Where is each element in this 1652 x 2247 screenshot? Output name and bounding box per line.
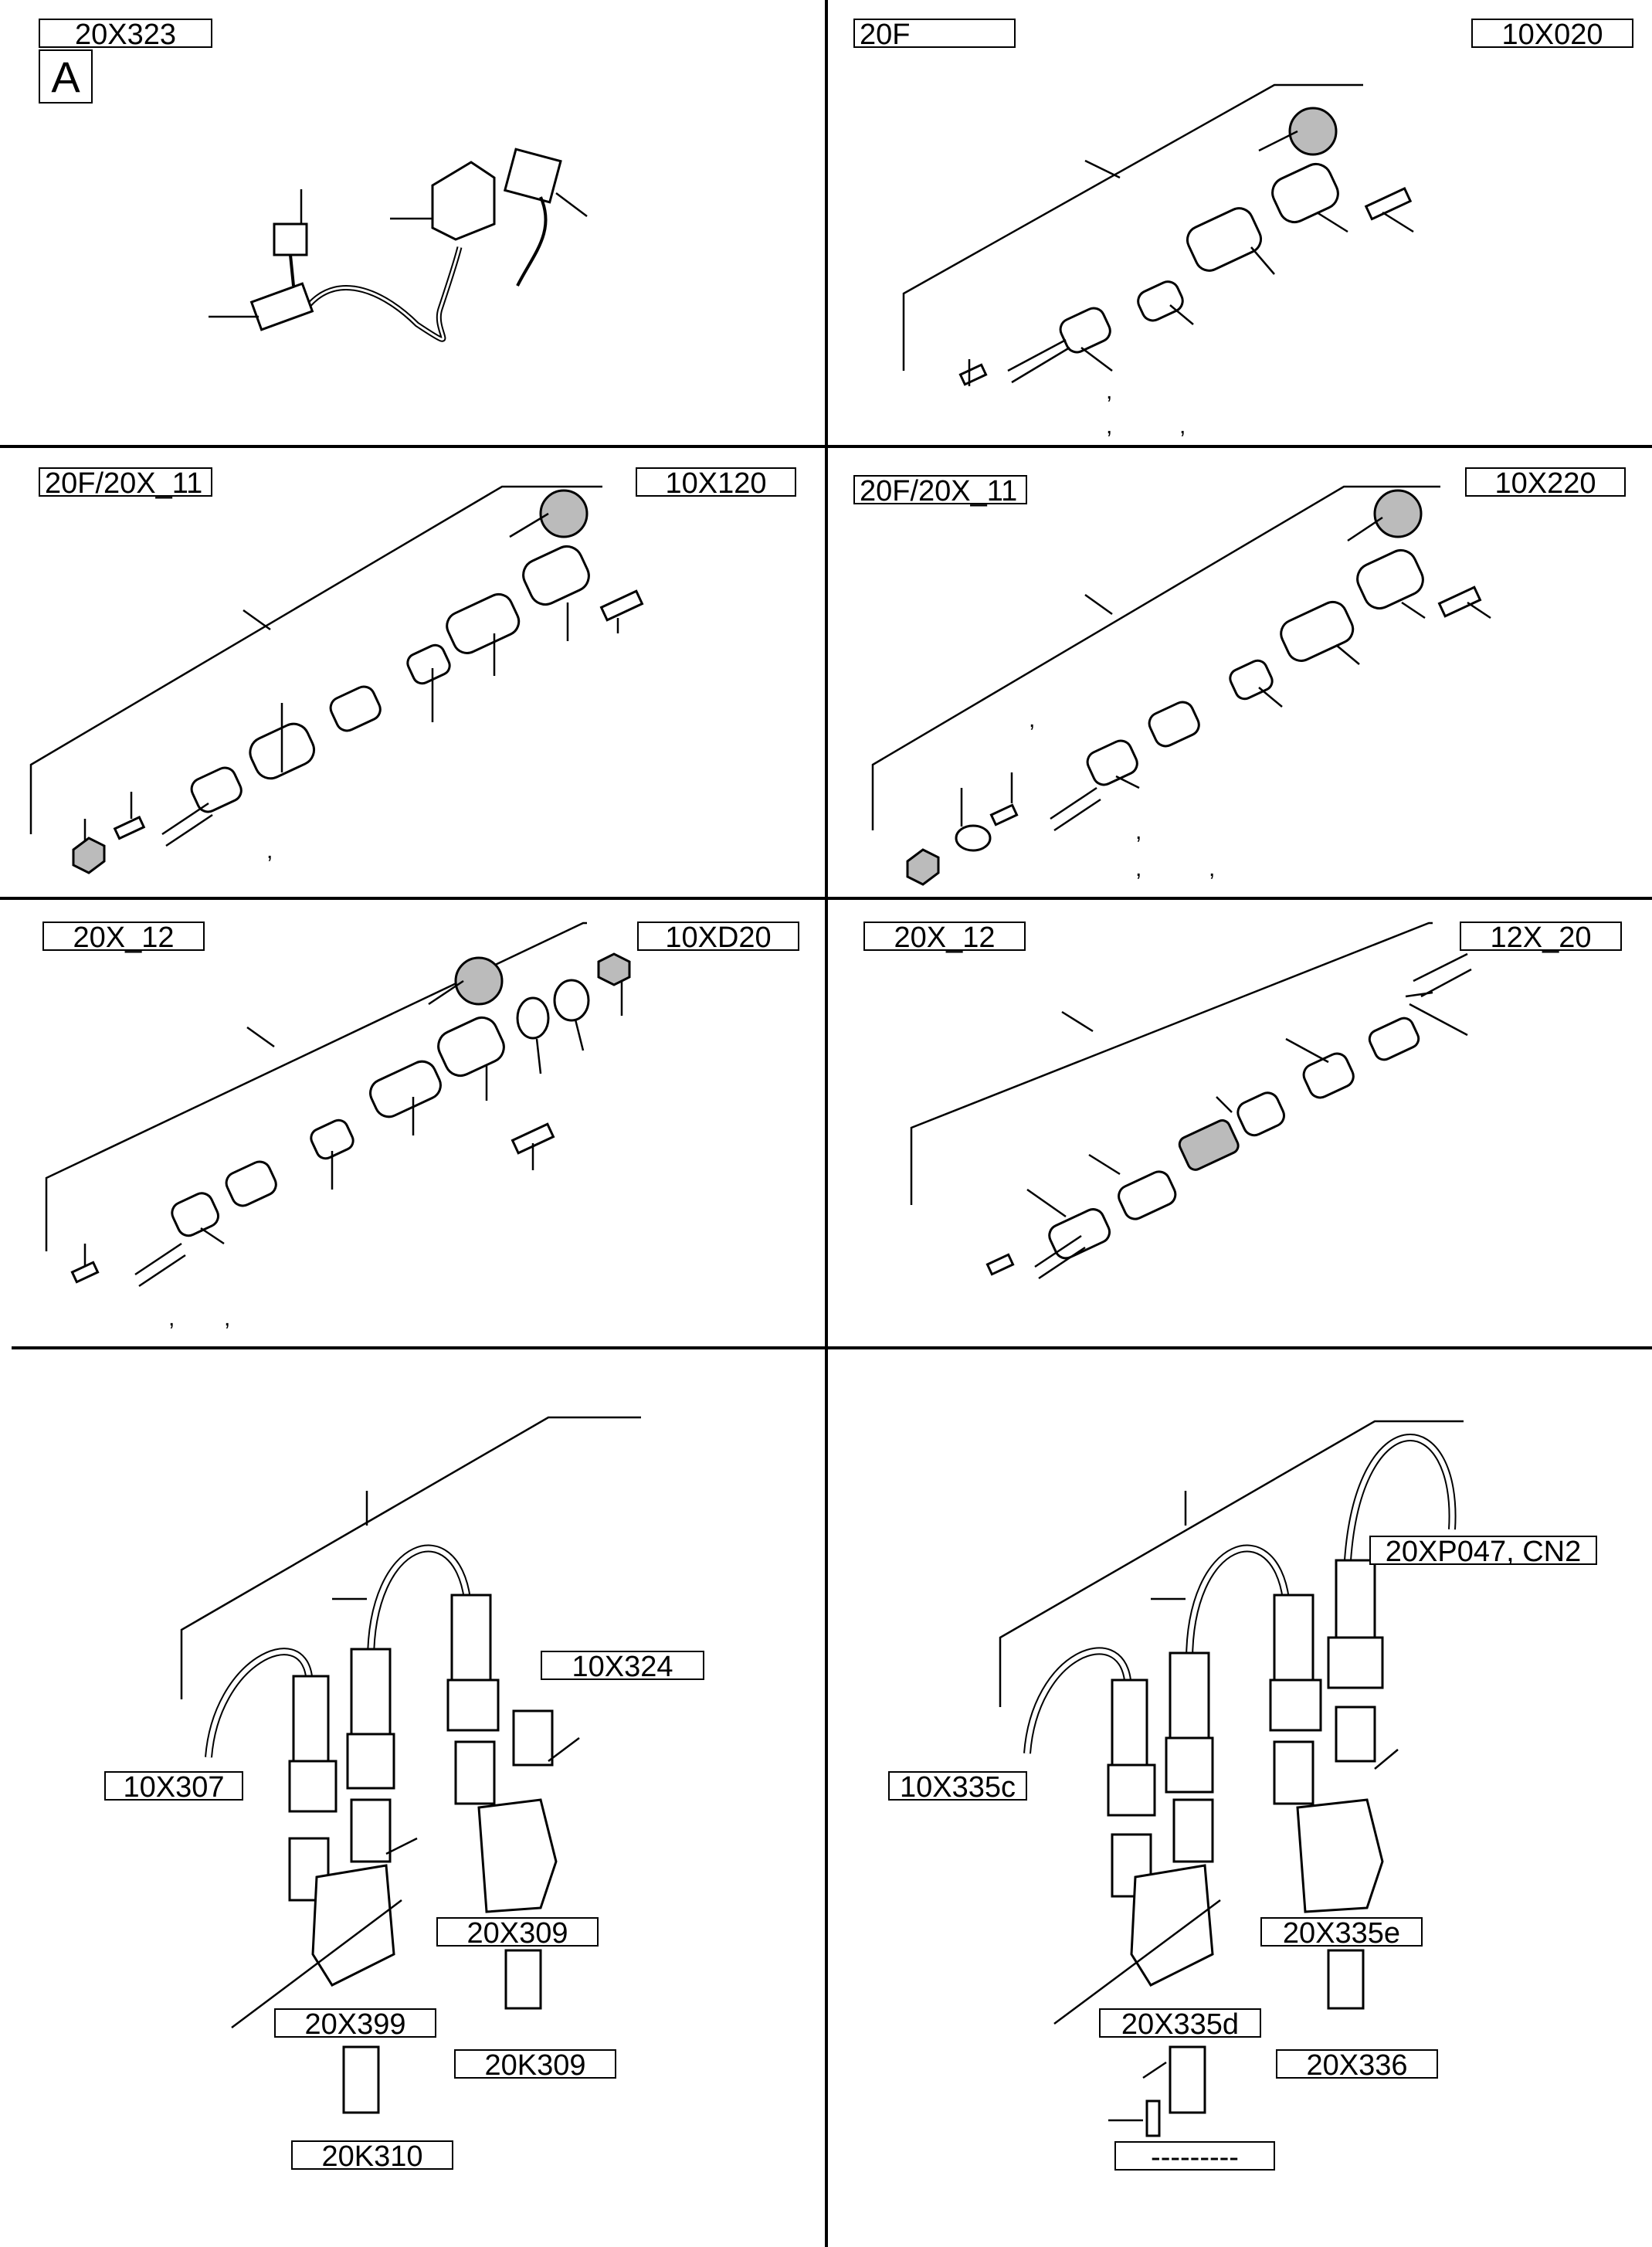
comma-mark: , [1106,413,1113,439]
comma-mark: , [1029,707,1036,732]
label-20x335d: 20X335d [1099,2008,1261,2039]
label-20k309: 20K309 [454,2049,616,2080]
label-20f: 20F [853,19,1016,49]
comma-mark: , [1179,413,1186,439]
comma-mark: , [266,838,273,864]
label-10x120: 10X120 [636,467,796,498]
connector-exploded-p2 [902,83,1414,386]
label-20f-20x11-a: 20F/20X_11 [39,467,212,498]
label-20k310: 20K310 [291,2140,453,2171]
label-20x335e: 20X335e [1260,1917,1423,1948]
label-20x12-b: 20X_12 [863,922,1026,952]
sensor-group-p7 [180,1416,641,2114]
label-20x309: 20X309 [436,1917,599,1948]
comma-mark: , [1209,856,1216,881]
comma-mark: , [168,1305,175,1331]
label-20x399: 20X399 [274,2008,436,2039]
label-20x323: 20X323 [39,19,212,49]
comma-mark: , [1135,819,1142,844]
connector-exploded-p4 [871,485,1491,886]
view-marker-a: A [39,49,93,104]
sensor-group-p8 [999,1420,1464,2137]
label-20x12-a: 20X_12 [42,922,205,952]
connector-exploded-p6 [910,922,1472,1280]
label-10x324: 10X324 [541,1651,704,1682]
label-20xp047-cn2: 20XP047, CN2 [1369,1536,1597,1566]
connector-exploded-p3 [29,485,644,874]
label-10x335c: 10X335c [888,1771,1027,1802]
harness-assembly [209,148,588,342]
label-10x307: 10X307 [104,1771,243,1802]
label-12x20: 12X_20 [1460,922,1622,952]
label-20x336: 20X336 [1276,2049,1438,2080]
label-20f-20x11-b: 20F/20X_11 [853,475,1027,506]
label-dashes: --------- [1114,2141,1275,2172]
comma-mark: , [1106,378,1113,404]
label-10xd20: 10XD20 [637,922,799,952]
label-10x220: 10X220 [1465,467,1626,498]
comma-mark: , [1135,856,1142,881]
connector-exploded-p5 [45,922,631,1288]
label-10x020: 10X020 [1471,19,1633,49]
comma-mark: , [224,1305,231,1331]
